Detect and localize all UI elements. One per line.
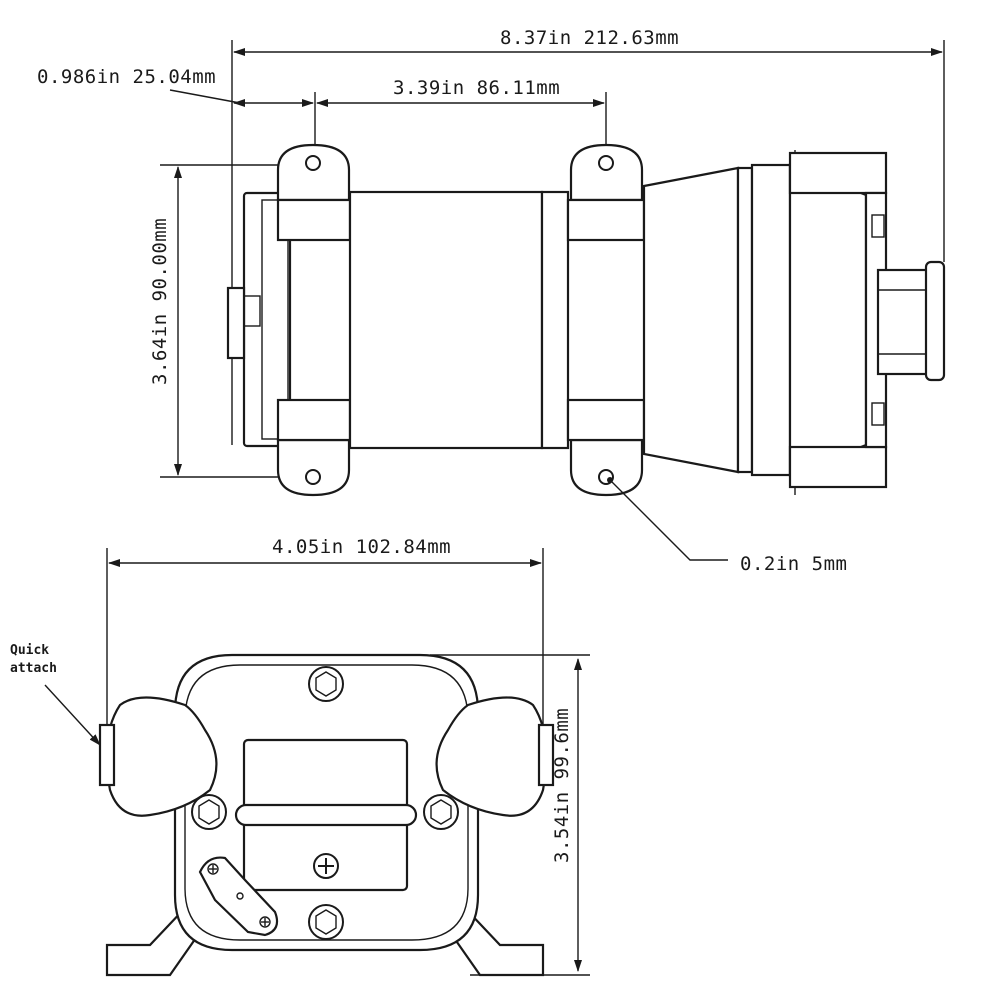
pump-end-view <box>44 548 590 977</box>
hole-spacing-label: 3.39in 86.11mm <box>393 77 560 99</box>
end-height-label: 3.54in 99.6mm <box>551 708 573 863</box>
hole-diameter-label: 0.2in 5mm <box>740 553 847 575</box>
quick-attach-label-line1: Quick <box>10 643 49 658</box>
pump-side-view <box>160 40 946 561</box>
end-width-label: 4.05in 102.84mm <box>272 536 451 558</box>
height-label: 3.64in 90.00mm <box>149 218 171 385</box>
overall-length-label: 8.37in 212.63mm <box>500 27 679 49</box>
quick-attach-label-line2: attach <box>10 661 57 676</box>
end-to-hole-label: 0.986in 25.04mm <box>37 66 216 88</box>
